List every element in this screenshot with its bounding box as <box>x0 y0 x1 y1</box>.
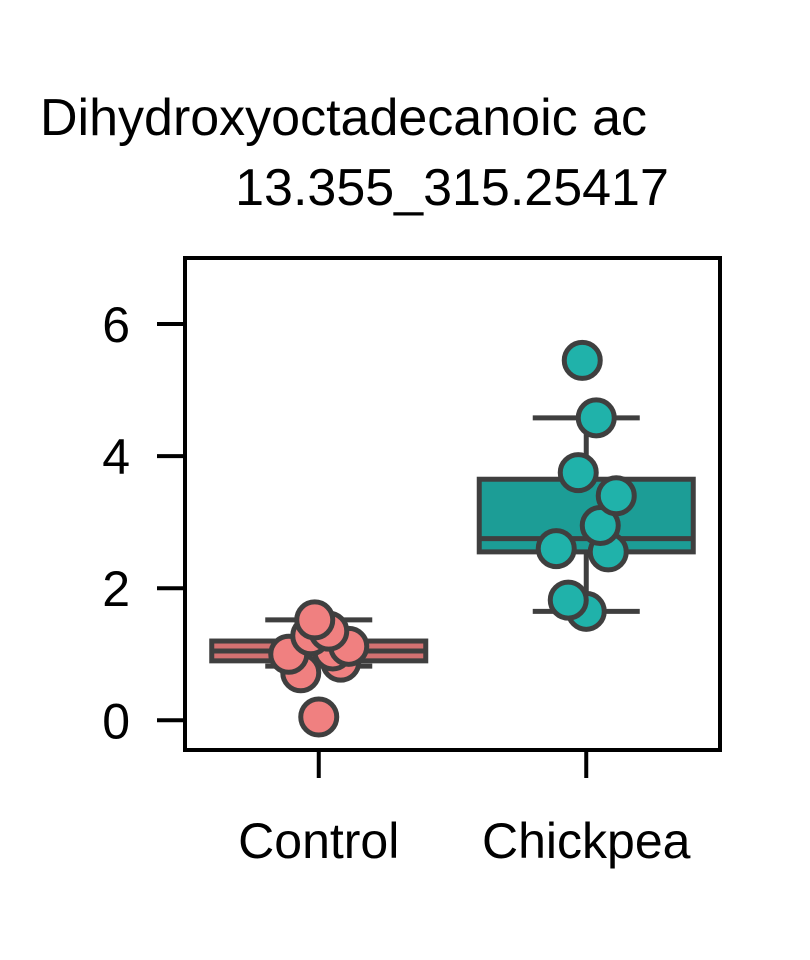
y-tick-label: 0 <box>102 693 130 749</box>
data-point <box>557 452 599 494</box>
y-tick-label: 2 <box>102 561 130 617</box>
chart-title: Dihydroxyoctadecanoic ac <box>40 89 647 147</box>
data-point <box>561 339 603 381</box>
data-point <box>547 579 589 621</box>
chart-subtitle: 13.355_315.25417 <box>235 159 669 217</box>
data-point <box>595 475 637 517</box>
x-tick-label: Control <box>238 813 399 869</box>
x-tick-label: Chickpea <box>482 813 691 869</box>
y-tick-label: 6 <box>102 297 130 353</box>
data-point <box>575 397 617 439</box>
y-tick-label: 4 <box>102 429 130 485</box>
plot-frame <box>183 256 722 752</box>
data-point <box>298 696 340 738</box>
data-point <box>535 528 577 570</box>
data-point <box>294 599 336 641</box>
